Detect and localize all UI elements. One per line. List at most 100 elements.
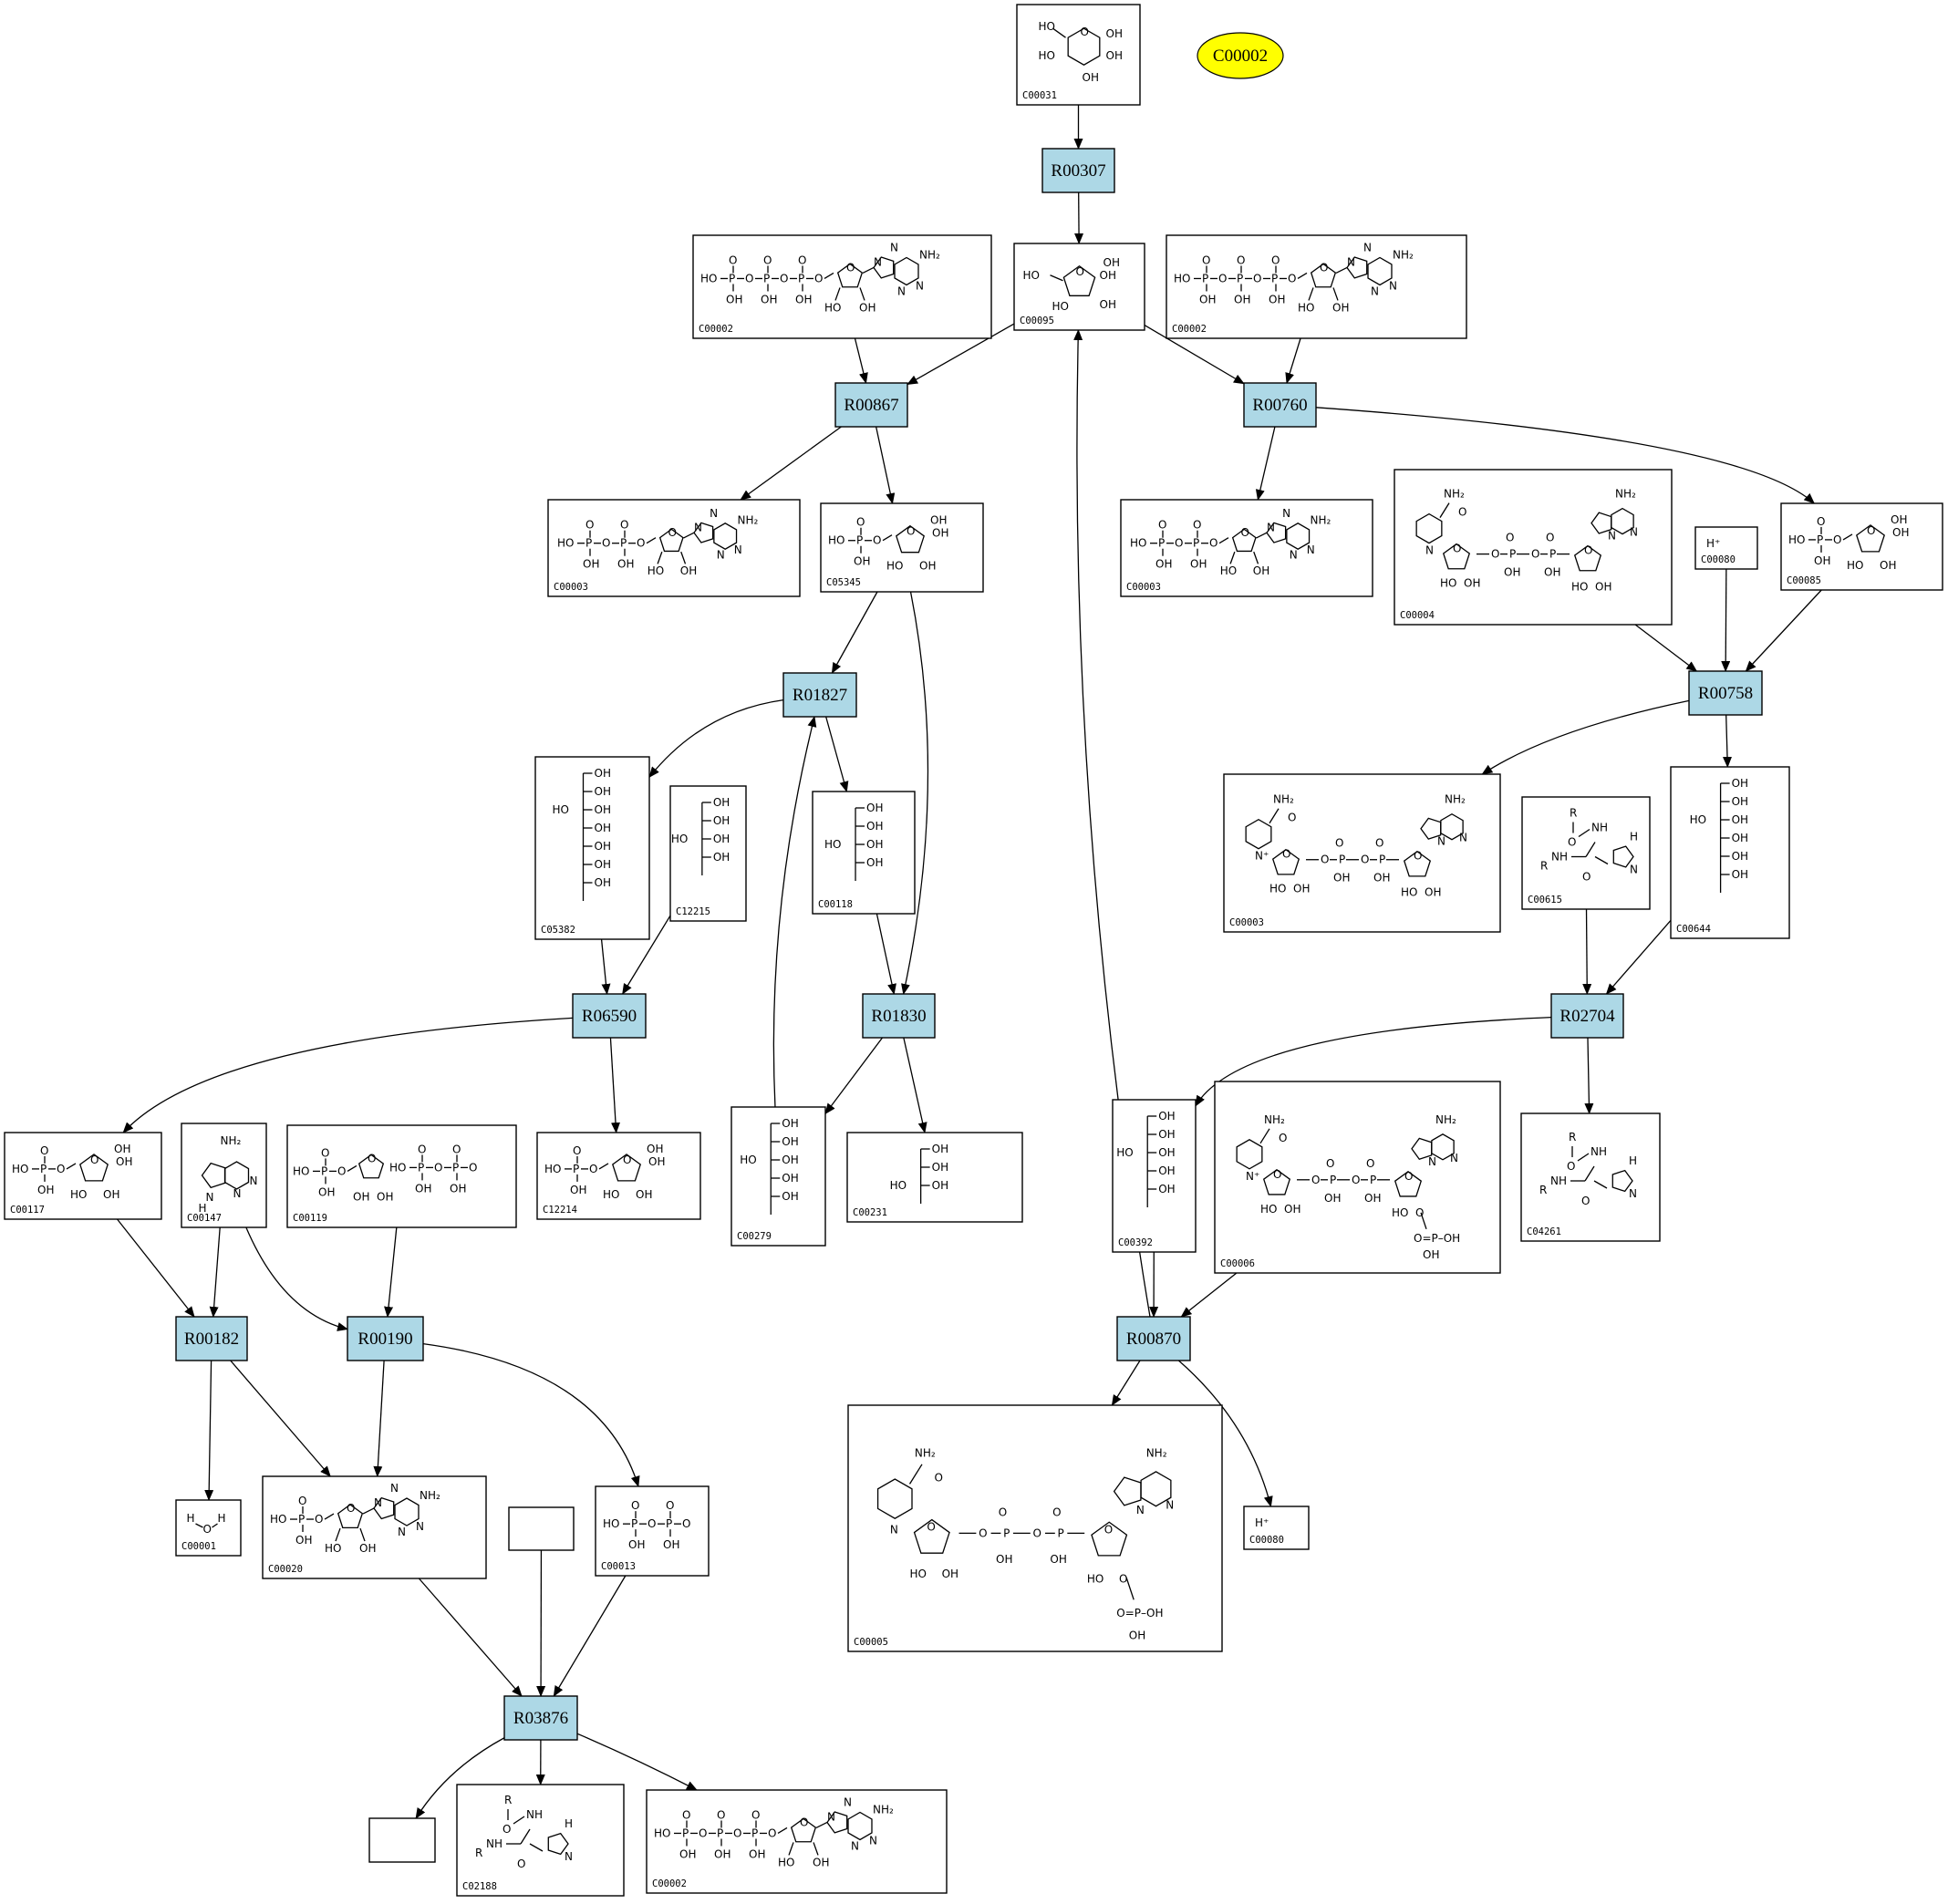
svg-text:O: O (1273, 1168, 1281, 1181)
highlight-compound-oval[interactable]: C00002 (1197, 32, 1284, 79)
reaction-id-label: R01830 (871, 1007, 926, 1026)
svg-text:OH: OH (595, 803, 611, 816)
svg-text:R: R (475, 1847, 482, 1859)
svg-text:OH: OH (37, 1184, 54, 1196)
svg-text:HO: HO (910, 1568, 927, 1580)
reaction-R01827[interactable]: R01827 (782, 672, 857, 718)
reaction-R01830[interactable]: R01830 (862, 993, 936, 1039)
compound-id-label: C00004 (1400, 610, 1435, 621)
compound-id-label: C00003 (1126, 582, 1161, 593)
compound-id-label: C00119 (293, 1213, 327, 1224)
svg-text:O: O (347, 1502, 355, 1515)
svg-text:N: N (827, 1810, 835, 1823)
svg-text:OH: OH (318, 1185, 335, 1198)
svg-text:HO: HO (553, 803, 569, 816)
compound-C00080[interactable]: H⁺C00080 (1243, 1506, 1310, 1550)
svg-text:OH: OH (114, 1143, 130, 1155)
reaction-R00307[interactable]: R00307 (1041, 148, 1115, 193)
svg-text:P: P (1379, 854, 1385, 866)
svg-text:O: O (733, 1826, 741, 1839)
edge-R01827-to-C05382 (648, 698, 784, 778)
svg-text:OH: OH (1050, 1553, 1066, 1566)
svg-text:O: O (1241, 526, 1249, 539)
svg-text:P: P (1817, 533, 1823, 546)
edge-R00190-to-C00013 (422, 1342, 640, 1487)
reaction-R00870[interactable]: R00870 (1116, 1316, 1191, 1361)
svg-text:HO: HO (544, 1163, 561, 1175)
compound-blank[interactable] (368, 1817, 436, 1863)
svg-text:O: O (623, 1154, 631, 1166)
svg-text:O: O (856, 516, 865, 529)
edge-R06590-to-C12214 (609, 1037, 620, 1133)
svg-text:OH: OH (1544, 566, 1560, 579)
reaction-R00182[interactable]: R00182 (175, 1316, 248, 1361)
svg-text:OH: OH (1158, 1146, 1175, 1159)
svg-text:O: O (1081, 26, 1089, 38)
svg-text:OH: OH (1732, 850, 1748, 863)
reaction-id-label: R00182 (184, 1330, 239, 1349)
reaction-R03876[interactable]: R03876 (503, 1695, 578, 1741)
compound-C00080[interactable]: H⁺C00080 (1694, 526, 1758, 570)
svg-text:O: O (751, 1808, 760, 1821)
reaction-id-label: R00190 (357, 1330, 412, 1349)
reaction-R02704[interactable]: R02704 (1550, 993, 1624, 1039)
svg-text:H⁺: H⁺ (1255, 1516, 1269, 1529)
svg-text:O: O (979, 1526, 987, 1539)
compound-blank[interactable] (508, 1506, 575, 1551)
svg-text:N: N (869, 1834, 877, 1847)
svg-text:O: O (1282, 848, 1290, 861)
reaction-R00760[interactable]: R00760 (1243, 382, 1317, 428)
edge-C00002a-to-R00867 (854, 337, 868, 384)
structure-icon: H⁺ (1706, 537, 1720, 550)
svg-text:HO: HO (1269, 883, 1286, 895)
svg-text:O: O (368, 1152, 376, 1164)
reaction-R00190[interactable]: R00190 (347, 1316, 424, 1361)
edge-R00760-to-C00003b (1255, 426, 1276, 501)
svg-text:O: O (1584, 544, 1592, 557)
svg-text:N: N (398, 1526, 406, 1538)
svg-text:HO: HO (1847, 559, 1863, 572)
svg-text:N: N (897, 285, 906, 297)
edge-C00085-to-R00758 (1745, 589, 1822, 672)
svg-text:OH: OH (1333, 872, 1350, 885)
svg-text:N: N (1629, 1187, 1637, 1200)
svg-text:O: O (1158, 519, 1166, 532)
svg-text:HO: HO (1788, 533, 1805, 546)
reaction-R00758[interactable]: R00758 (1688, 670, 1763, 716)
compound-id-label: C00117 (10, 1205, 45, 1216)
reaction-R06590[interactable]: R06590 (572, 993, 647, 1039)
reaction-R00867[interactable]: R00867 (834, 382, 908, 428)
